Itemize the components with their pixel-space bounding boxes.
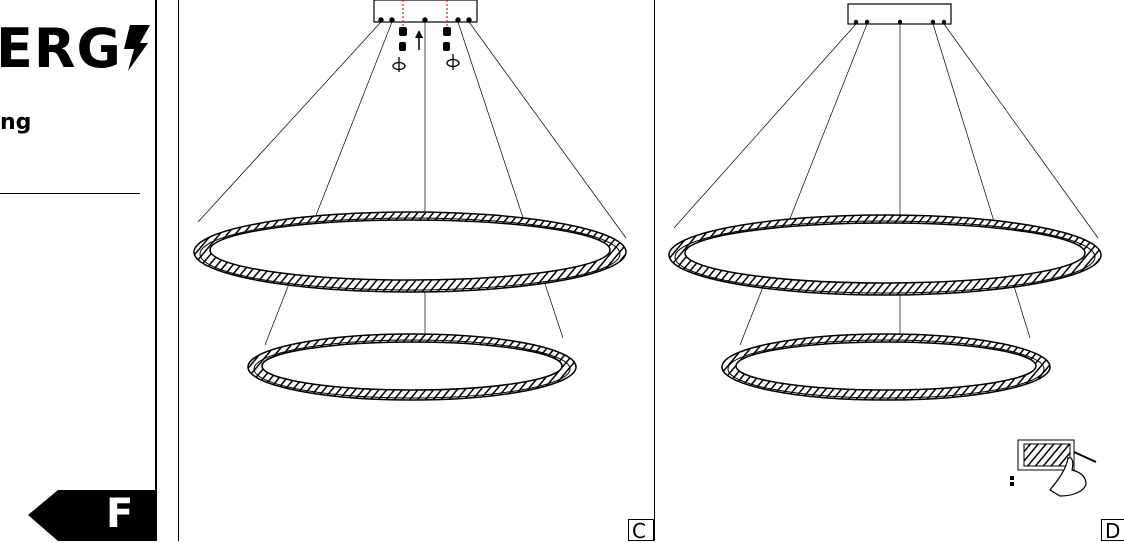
frame-border <box>155 0 157 541</box>
panel-divider-line <box>654 0 655 541</box>
rotate-icon <box>392 54 460 72</box>
hand-icon <box>1049 457 1087 497</box>
label-divider <box>0 193 140 194</box>
energy-class-letter: F <box>106 491 134 537</box>
lower-ring <box>721 333 1051 401</box>
canopy-screws <box>378 17 472 23</box>
upper-ring <box>193 211 627 293</box>
energy-class-arrow-icon <box>28 490 155 541</box>
cable-fasteners <box>399 27 451 51</box>
terminal-block-icon <box>1010 439 1097 486</box>
upper-ring <box>668 214 1102 296</box>
panel-c-assembly <box>193 0 627 401</box>
panel-tag-d: D <box>1101 519 1124 542</box>
energy-class-indicator: F <box>28 490 155 541</box>
energy-label-panel: ERG ng F <box>0 0 157 541</box>
lightning-icon <box>123 25 150 71</box>
energy-label-brand: ERG <box>0 22 150 76</box>
suspension-cables <box>673 23 1099 346</box>
energy-brand-text: ERG <box>0 17 122 80</box>
panel-divider-line <box>178 0 179 541</box>
panel-d-assembly <box>668 3 1102 497</box>
panel-tag-c: C <box>628 519 654 542</box>
lower-ring <box>247 333 577 401</box>
energy-label-subtitle: ng <box>0 110 32 135</box>
arrow-up-icon <box>415 30 423 50</box>
suspension-cables <box>197 21 627 346</box>
